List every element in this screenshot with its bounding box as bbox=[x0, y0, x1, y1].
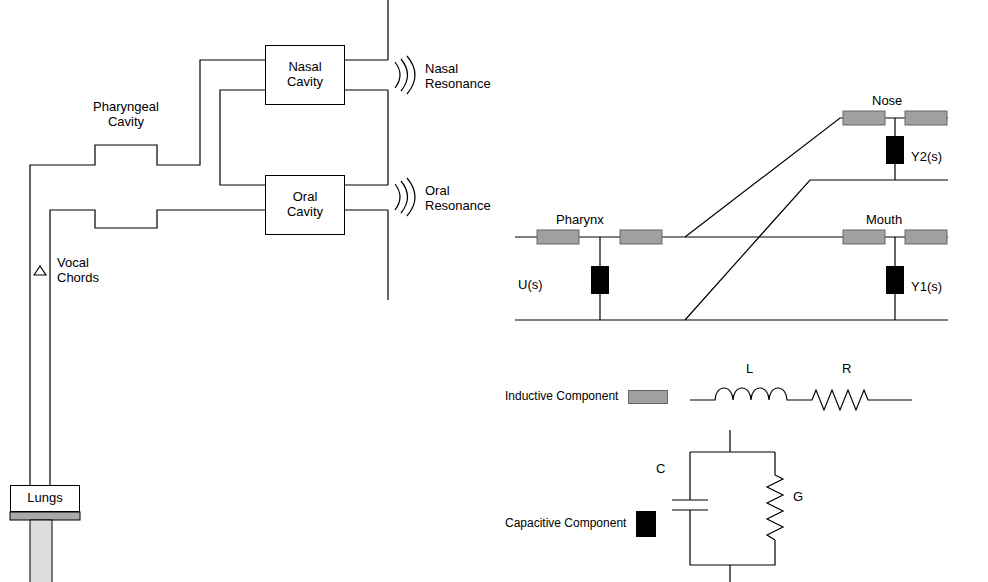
part-label: Vocal Chords bbox=[57, 256, 109, 286]
legend-entry: Capacitive Component bbox=[505, 511, 656, 537]
vocal-chord-symbol bbox=[34, 266, 46, 275]
tract-wall bbox=[50, 210, 265, 485]
cavity-box: Nasal Cavity bbox=[265, 45, 345, 105]
cavity-name: Oral Cavity bbox=[276, 190, 334, 220]
part-label: L bbox=[746, 362, 753, 377]
part-label: Mouth bbox=[866, 213, 902, 228]
capacitive-components bbox=[591, 136, 904, 294]
legend-swatch bbox=[628, 390, 668, 404]
part-label: Oral Resonance bbox=[425, 184, 499, 214]
capacitor-conductance-symbol bbox=[672, 430, 783, 582]
piston-rod bbox=[30, 520, 52, 582]
circuit-wires bbox=[515, 118, 948, 320]
part-label: Nasal Resonance bbox=[425, 62, 499, 92]
cavity-name: Lungs bbox=[27, 491, 62, 506]
wire bbox=[600, 118, 895, 320]
tract-wall bbox=[30, 60, 265, 485]
part-label: C bbox=[656, 462, 665, 477]
cavity-section: Pharyngeal Cavity bbox=[83, 100, 169, 228]
wire bbox=[515, 237, 948, 320]
wire bbox=[685, 118, 948, 320]
legend-entry: Inductive Component bbox=[505, 390, 668, 404]
legend-text: Inductive Component bbox=[505, 390, 618, 404]
face-line bbox=[387, 0, 388, 300]
lung-plate bbox=[10, 512, 80, 520]
cavity-name: Pharyngeal Cavity bbox=[83, 100, 169, 130]
inductor-block bbox=[537, 230, 579, 244]
cavity-box: Lungs bbox=[10, 485, 80, 512]
part-label: Nose bbox=[872, 94, 902, 109]
tract-wall bbox=[220, 90, 265, 185]
part-label: Pharynx bbox=[556, 213, 604, 228]
part-label: R bbox=[842, 362, 851, 377]
cavity-name: Nasal Cavity bbox=[276, 60, 334, 90]
inductor-block bbox=[905, 111, 947, 125]
capacitor-block bbox=[886, 266, 904, 294]
part-label: G bbox=[793, 490, 803, 505]
part-label: Y1(s) bbox=[911, 280, 942, 295]
resonance-waves bbox=[395, 56, 415, 94]
inductor-block bbox=[843, 111, 885, 125]
inductor-block bbox=[843, 230, 885, 244]
resonance-waves bbox=[395, 178, 415, 216]
tract-wall bbox=[345, 60, 388, 210]
capacitor-block bbox=[591, 266, 609, 294]
inductor-resistor-symbol bbox=[690, 388, 912, 410]
inductor-block bbox=[905, 230, 947, 244]
part-label: Y2(s) bbox=[911, 150, 942, 165]
component-schematics bbox=[672, 388, 912, 582]
vocal-tract bbox=[30, 0, 415, 485]
cavity-box: Oral Cavity bbox=[265, 175, 345, 235]
part-label: U(s) bbox=[518, 278, 543, 293]
legend-text: Capacitive Component bbox=[505, 517, 626, 531]
inductive-components bbox=[537, 111, 947, 244]
legend-swatch bbox=[636, 511, 656, 537]
inductor-block bbox=[620, 230, 662, 244]
capacitor-block bbox=[886, 136, 904, 164]
